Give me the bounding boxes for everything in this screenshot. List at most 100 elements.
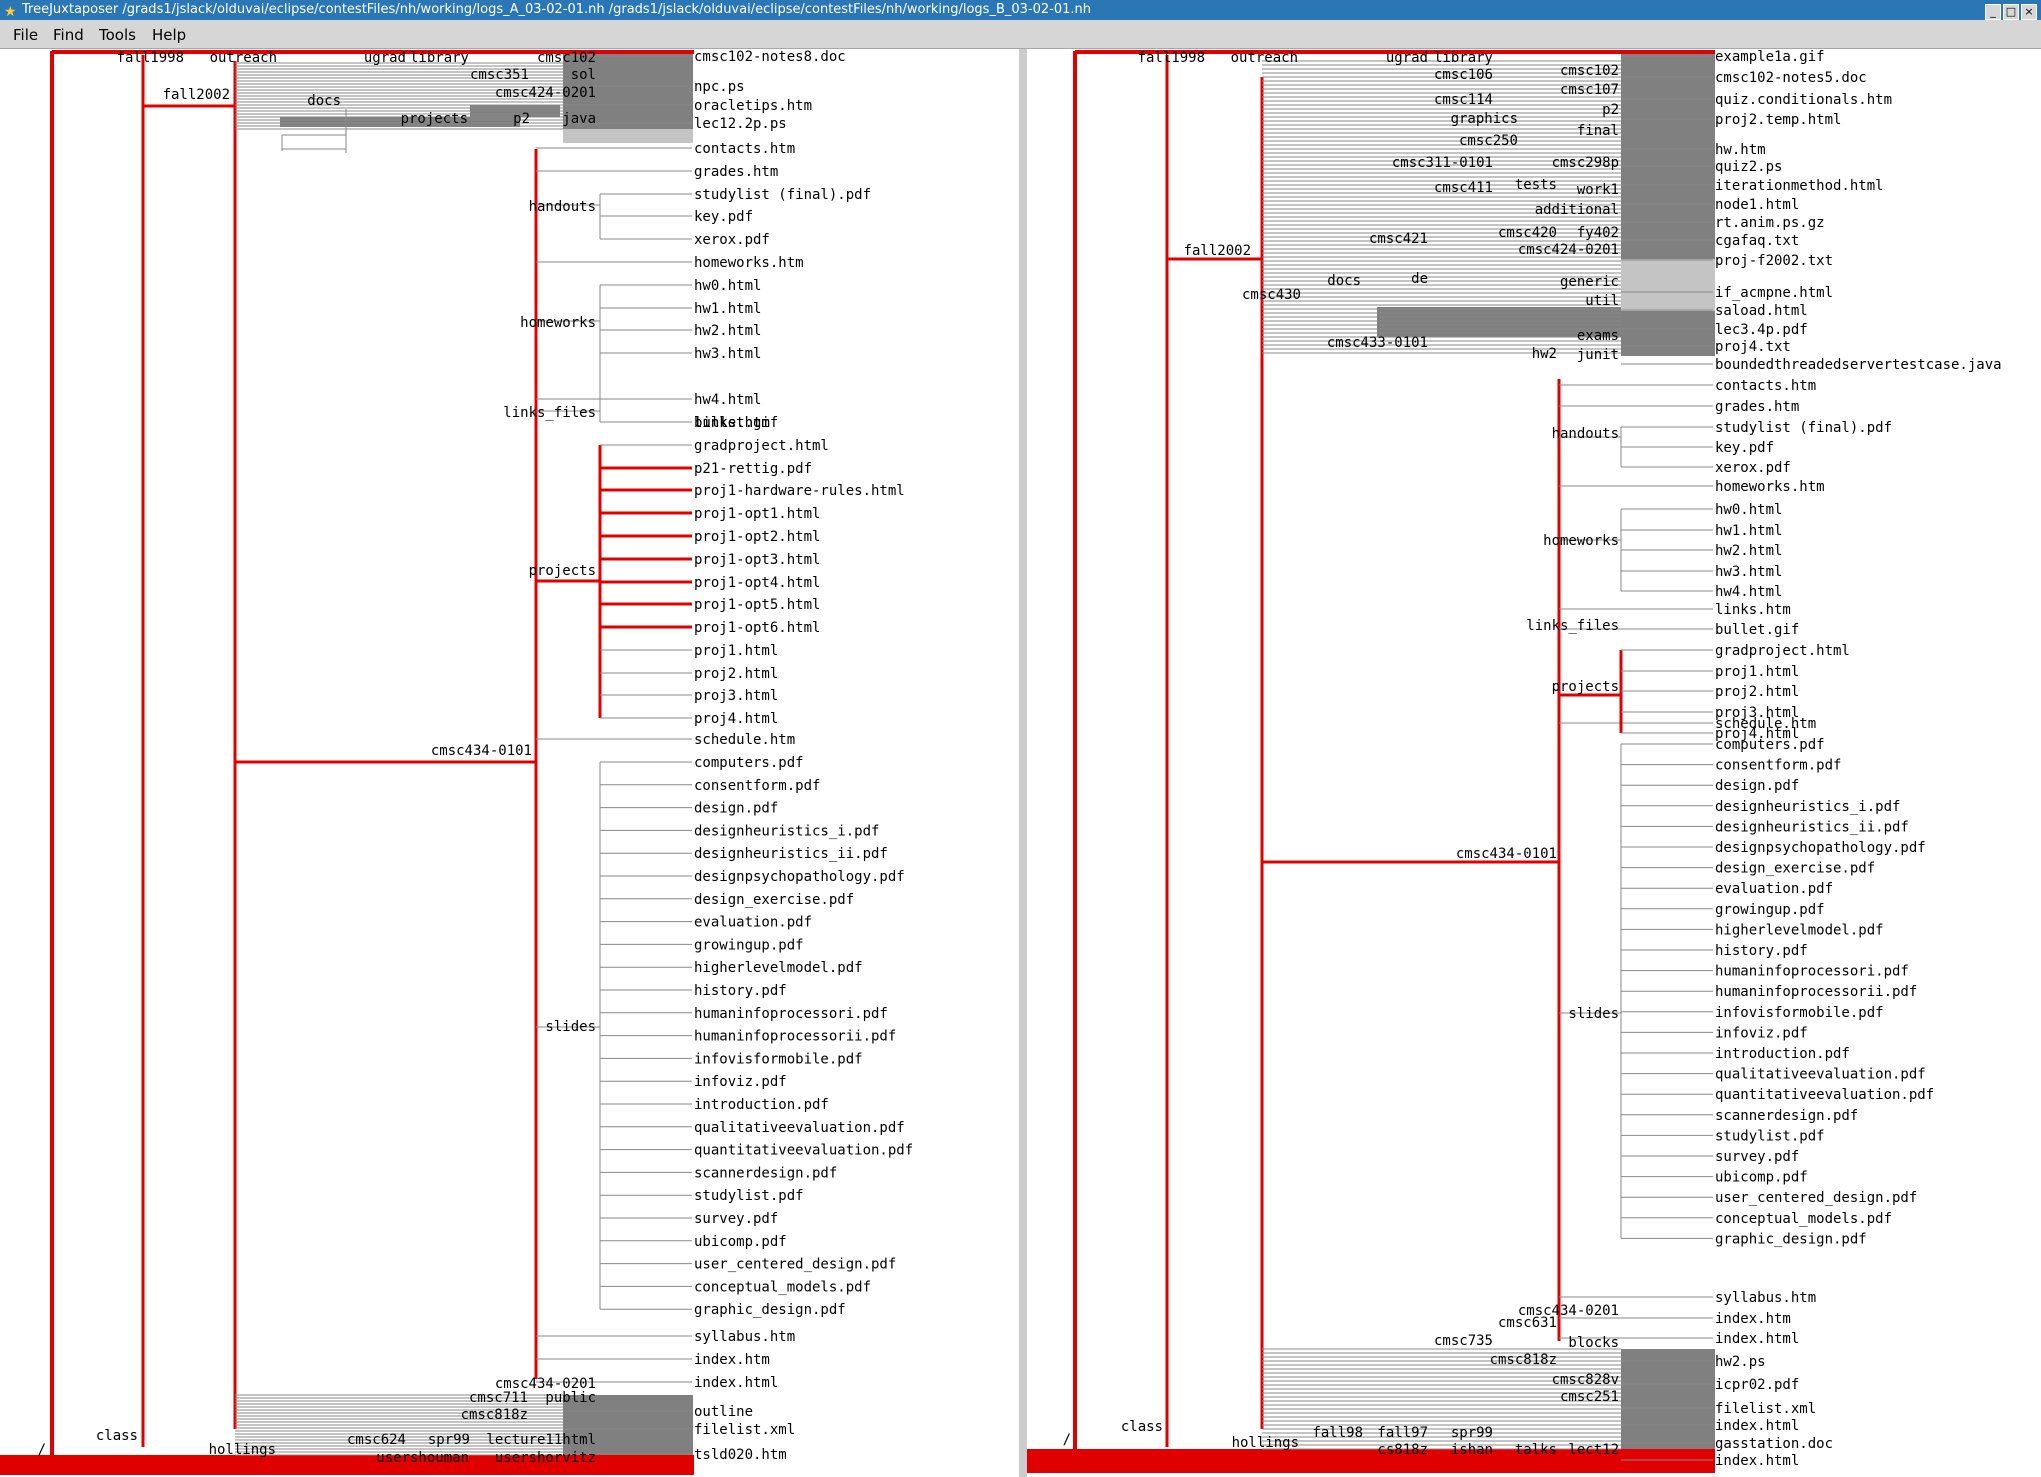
leaf-label[interactable]: hw0.html [1715, 502, 1782, 518]
leaf-label[interactable]: proj4.html [1715, 726, 1799, 742]
leaf-label[interactable]: p21-rettig.pdf [694, 461, 812, 477]
leaf-label[interactable]: hw1.html [694, 301, 761, 317]
node-label[interactable]: junit [1577, 347, 1619, 363]
leaf-label[interactable]: consentform.pdf [694, 778, 820, 794]
node-label[interactable]: class [1121, 1419, 1163, 1435]
leaf-label[interactable]: design.pdf [694, 801, 778, 817]
node-label[interactable]: cmsc434-0201 [1518, 1303, 1619, 1319]
leaf-label[interactable]: proj2.temp.html [1715, 112, 1841, 128]
leaf-label[interactable]: higherlevelmodel.pdf [694, 960, 863, 976]
leaf-label[interactable]: studylist.pdf [694, 1188, 804, 1204]
node-label[interactable]: cmsc624 [347, 1432, 406, 1448]
leaf-label[interactable]: proj1.html [1715, 664, 1799, 680]
leaf-label[interactable]: survey.pdf [1715, 1149, 1799, 1165]
leaf-label[interactable]: designheuristics_ii.pdf [694, 846, 888, 862]
leaf-label[interactable]: cmsc102-notes8.doc [694, 49, 846, 65]
leaf-label[interactable]: saload.html [1715, 303, 1808, 319]
node-label[interactable]: handouts [529, 199, 596, 215]
leaf-label[interactable]: gradproject.html [1715, 643, 1850, 659]
node-label[interactable]: ugrad [1386, 50, 1428, 66]
node-label[interactable]: cmsc107 [1560, 82, 1619, 98]
leaf-label[interactable]: humaninfoprocessori.pdf [1715, 964, 1909, 980]
leaf-label[interactable]: consentform.pdf [1715, 758, 1841, 774]
node-label[interactable]: cmsc735 [1434, 1333, 1493, 1349]
leaf-label[interactable]: designheuristics_i.pdf [1715, 799, 1900, 815]
leaf-label[interactable]: design_exercise.pdf [694, 892, 854, 908]
leaf-label[interactable]: proj1-opt4.html [694, 575, 820, 591]
node-label[interactable]: library [410, 50, 469, 66]
node-label[interactable]: generic [1560, 274, 1619, 290]
leaf-label[interactable]: bullet.gif [694, 415, 778, 431]
node-label[interactable]: cmsc631 [1498, 1315, 1557, 1331]
node-label[interactable]: cmsc818z [1490, 1352, 1557, 1368]
node-label[interactable]: work1 [1577, 182, 1619, 198]
leaf-label[interactable]: index.html [694, 1375, 778, 1391]
node-label[interactable]: exams [1577, 328, 1619, 344]
node-label[interactable]: cmsc420 [1498, 225, 1557, 241]
leaf-label[interactable]: syllabus.htm [1715, 1290, 1816, 1306]
leaf-label[interactable]: humaninfoprocessorii.pdf [1715, 984, 1917, 1000]
node-label[interactable]: links_files [1526, 618, 1619, 634]
leaf-label[interactable]: lec3.4p.pdf [1715, 322, 1808, 338]
leaf-label[interactable]: design_exercise.pdf [1715, 861, 1875, 877]
leaf-label[interactable]: hw4.html [1715, 584, 1782, 600]
leaf-label[interactable]: growingup.pdf [1715, 902, 1825, 918]
leaf-label[interactable]: studylist (final).pdf [694, 187, 871, 203]
leaf-label[interactable]: index.html [1715, 1418, 1799, 1434]
leaf-label[interactable]: quantitativeevaluation.pdf [1715, 1087, 1934, 1103]
leaf-label[interactable]: proj1-hardware-rules.html [694, 483, 905, 499]
node-label[interactable]: usershouman [376, 1450, 469, 1466]
node-label[interactable]: cs818z [1377, 1442, 1428, 1458]
leaf-label[interactable]: proj3.html [1715, 705, 1799, 721]
menu-help[interactable]: Help [152, 26, 187, 44]
leaf-label[interactable]: index.htm [1715, 1311, 1791, 1327]
node-label[interactable]: fall2002 [1184, 243, 1251, 259]
node-label[interactable]: cmsc818z [461, 1407, 528, 1423]
leaf-label[interactable]: if_acmpne.html [1715, 285, 1833, 301]
leaf-label[interactable]: designheuristics_ii.pdf [1715, 819, 1909, 835]
leaf-label[interactable]: conceptual_models.pdf [694, 1279, 871, 1295]
leaf-label[interactable]: grades.htm [694, 164, 778, 180]
node-label[interactable]: util [1585, 293, 1619, 309]
leaf-label[interactable]: npc.ps [694, 79, 745, 95]
leaf-label[interactable]: links.htm [1715, 602, 1791, 618]
leaf-label[interactable]: hw2.html [1715, 543, 1782, 559]
leaf-label[interactable]: introduction.pdf [694, 1097, 829, 1113]
leaf-label[interactable]: ubicomp.pdf [1715, 1170, 1808, 1186]
leaf-label[interactable]: boundedthreadedservertestcase.java [1715, 357, 2002, 373]
node-label[interactable]: java [562, 111, 596, 127]
node-label[interactable]: ugrad [364, 50, 406, 66]
node-label[interactable]: cmsc434-0101 [1456, 846, 1557, 862]
leaf-label[interactable]: evaluation.pdf [1715, 881, 1833, 897]
node-label[interactable]: fy402 [1577, 225, 1619, 241]
leaf-label[interactable]: links.htm [694, 415, 770, 431]
leaf-label[interactable]: proj3.html [694, 688, 778, 704]
leaf-label[interactable]: xerox.pdf [694, 232, 770, 248]
node-label[interactable]: cmsc434-0101 [431, 743, 532, 759]
leaf-label[interactable]: studylist (final).pdf [1715, 420, 1892, 436]
node-label[interactable]: cmsc251 [1560, 1389, 1619, 1405]
leaf-label[interactable]: infoviz.pdf [694, 1074, 787, 1090]
node-label[interactable]: graphics [1451, 111, 1518, 127]
leaf-label[interactable]: index.html [1715, 1331, 1799, 1347]
right-tree-canvas[interactable]: example1a.gifcmsc102-notes5.docquiz.cond… [1027, 49, 2041, 1477]
leaf-label[interactable]: index.html [1715, 1453, 1799, 1469]
leaf-label[interactable]: humaninfoprocessori.pdf [694, 1006, 888, 1022]
node-label[interactable]: cmsc411 [1434, 180, 1493, 196]
leaf-label[interactable]: proj1-opt5.html [694, 597, 820, 613]
leaf-label[interactable]: studylist.pdf [1715, 1128, 1825, 1144]
leaf-label[interactable]: tsld020.htm [694, 1447, 787, 1463]
node-label[interactable]: / [1063, 1432, 1071, 1448]
node-label[interactable]: fall1998 [117, 50, 184, 66]
pane-divider[interactable] [1019, 49, 1027, 1477]
leaf-label[interactable]: proj1-opt6.html [694, 620, 820, 636]
node-label[interactable]: cmsc711 [469, 1390, 528, 1406]
leaf-label[interactable]: contacts.htm [694, 141, 795, 157]
leaf-label[interactable]: filelist.xml [1715, 1401, 1816, 1417]
node-label[interactable]: additional [1535, 202, 1619, 218]
node-label[interactable]: cmsc430 [1242, 287, 1301, 303]
leaf-label[interactable]: schedule.htm [694, 732, 795, 748]
leaf-label[interactable]: lec12.2p.ps [694, 116, 787, 132]
leaf-label[interactable]: key.pdf [694, 209, 753, 225]
